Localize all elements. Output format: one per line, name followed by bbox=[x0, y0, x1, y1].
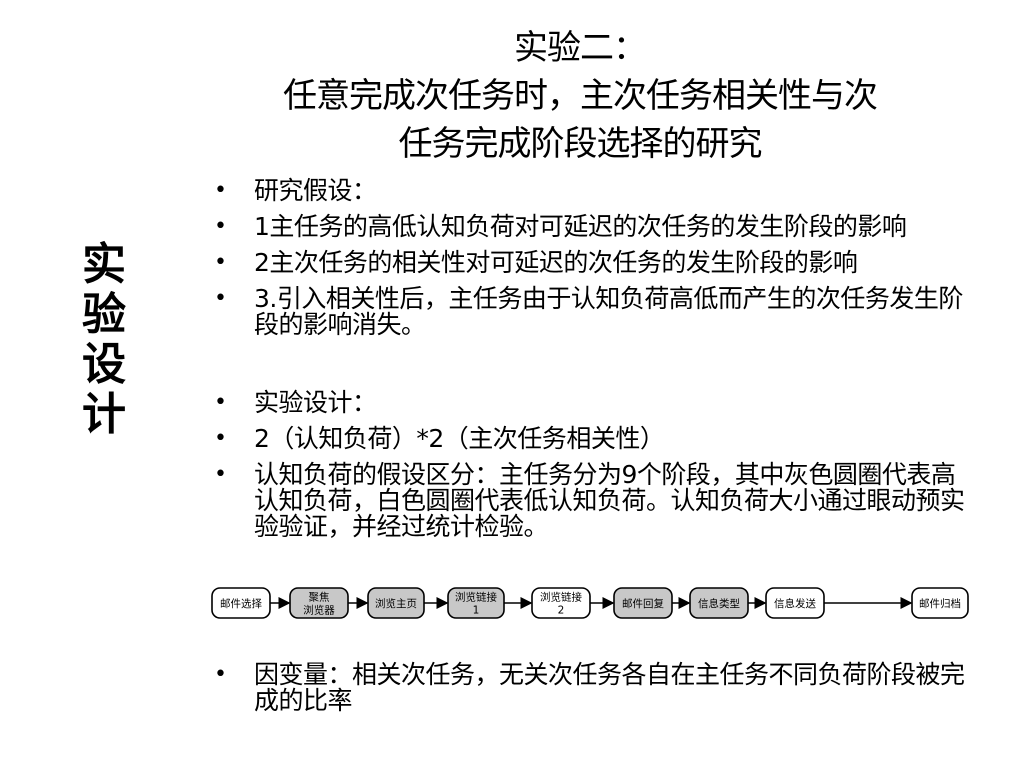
flow-node-label: 浏览链接 bbox=[455, 591, 497, 604]
bullet-list-bottom: 因变量：相关次任务，无关次任务各自在主任务不同负荷阶段被完成的比率 bbox=[214, 662, 974, 724]
flow-node-box bbox=[211, 587, 271, 619]
bullet-load-definition: 认知负荷的假设区分：主任务分为9个阶段，其中灰色圆圈代表高认知负荷，白色圆圈代表… bbox=[214, 462, 974, 540]
side-title-char: 实 bbox=[82, 239, 126, 290]
side-title-char: 验 bbox=[82, 289, 126, 340]
bullet-hypothesis-1: 1主任务的高低认知负荷对可延迟的次任务的发生阶段的影响 bbox=[214, 214, 974, 241]
flow-node: 信息类型 bbox=[689, 587, 749, 619]
flow-node: 浏览主页 bbox=[367, 587, 425, 619]
flow-node-box bbox=[289, 587, 349, 619]
bullet-design-factors: 2（认知负荷）*2（主次任务相关性） bbox=[214, 426, 974, 453]
flow-node-box bbox=[765, 587, 825, 619]
bullet-list: 研究假设： 1主任务的高低认知负荷对可延迟的次任务的发生阶段的影响 2主次任务的… bbox=[214, 178, 974, 550]
flow-node-box bbox=[367, 587, 425, 619]
side-title-char: 计 bbox=[82, 389, 126, 440]
flow-node-label: 聚焦 bbox=[309, 591, 330, 604]
side-title: 实 验 设 计 bbox=[72, 240, 136, 440]
flow-node-box bbox=[531, 587, 591, 619]
bullet-design-heading: 实验设计： bbox=[214, 390, 974, 417]
flow-node: 邮件回复 bbox=[613, 587, 673, 619]
flow-node-label: 浏览主页 bbox=[375, 597, 417, 610]
flow-node: 信息发送 bbox=[765, 587, 825, 619]
flow-node-label: 1 bbox=[473, 605, 480, 617]
flow-node-label: 邮件归档 bbox=[919, 597, 961, 610]
flow-node-box bbox=[613, 587, 673, 619]
bullet-dependent-variable: 因变量：相关次任务，无关次任务各自在主任务不同负荷阶段被完成的比率 bbox=[214, 662, 974, 714]
flow-node-box bbox=[447, 587, 505, 619]
bullet-hypothesis-2: 2主次任务的相关性对可延迟的次任务的发生阶段的影响 bbox=[214, 250, 974, 277]
flow-node-label: 浏览器 bbox=[303, 604, 335, 617]
flow-node-label: 信息发送 bbox=[774, 597, 816, 610]
flow-node-label: 浏览链接 bbox=[540, 591, 582, 604]
flow-node: 邮件选择 bbox=[211, 587, 271, 619]
flow-node-label: 2 bbox=[558, 605, 565, 617]
bullet-hypothesis-heading: 研究假设： bbox=[214, 178, 974, 205]
title-line-1: 实验二： bbox=[514, 28, 647, 68]
side-title-char: 设 bbox=[82, 339, 126, 390]
flow-node-label: 邮件回复 bbox=[622, 597, 664, 610]
slide-title: 实验二： 任意完成次任务时，主次任务相关性与次 任务完成阶段选择的研究 bbox=[190, 24, 970, 168]
title-line-3: 任务完成阶段选择的研究 bbox=[398, 124, 763, 164]
flow-node-label: 信息类型 bbox=[698, 597, 740, 610]
title-line-2: 任意完成次任务时，主次任务相关性与次 bbox=[283, 76, 878, 116]
flow-node-box bbox=[689, 587, 749, 619]
flow-node-label: 邮件选择 bbox=[220, 597, 262, 610]
flow-nodes: 邮件选择聚焦浏览器浏览主页浏览链接1浏览链接2邮件回复信息类型信息发送邮件归档 bbox=[211, 587, 969, 619]
bullet-hypothesis-3: 3.引入相关性后，主任务由于认知负荷高低而产生的次任务发生阶段的影响消失。 bbox=[214, 286, 974, 338]
flow-node-box bbox=[911, 587, 969, 619]
flow-node: 邮件归档 bbox=[911, 587, 969, 619]
